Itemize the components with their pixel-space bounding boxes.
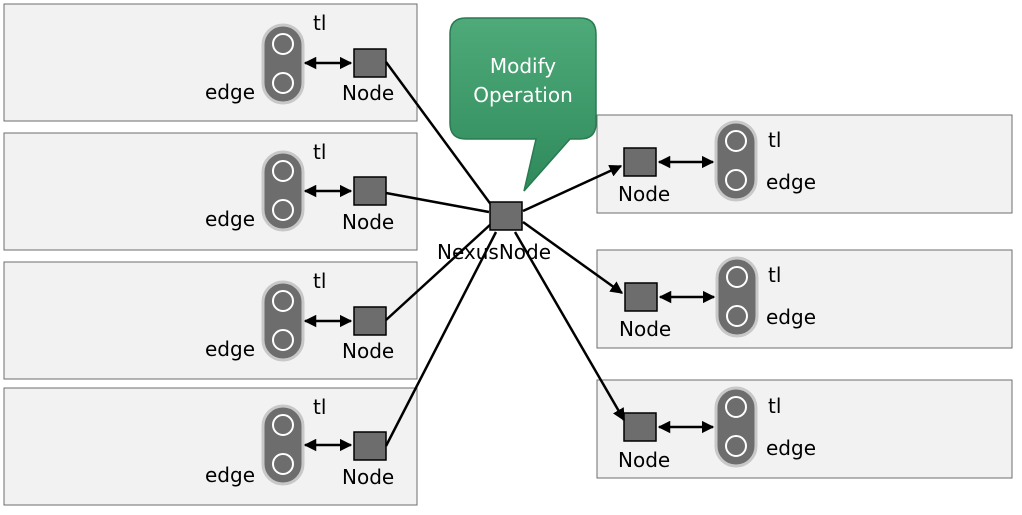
tl-label: tl bbox=[313, 140, 326, 164]
callout-shape bbox=[449, 17, 597, 192]
node-box[interactable] bbox=[623, 147, 657, 177]
edge-label: edge bbox=[766, 170, 816, 194]
link-left-1 bbox=[384, 61, 494, 207]
node-box[interactable] bbox=[353, 431, 387, 461]
link-right-3 bbox=[513, 231, 626, 422]
link-right-2 bbox=[522, 220, 624, 295]
tl-label: tl bbox=[768, 263, 781, 287]
edge-label: edge bbox=[766, 436, 816, 460]
node-box[interactable] bbox=[353, 48, 387, 78]
right-panel-3: tl edge Node bbox=[596, 379, 1013, 479]
tl-label: tl bbox=[768, 128, 781, 152]
right-panel-1: tl edge Node bbox=[596, 114, 1013, 214]
edge-label: edge bbox=[205, 207, 255, 231]
state-capsule bbox=[261, 280, 305, 362]
node-box[interactable] bbox=[353, 306, 387, 336]
tl-label: tl bbox=[313, 395, 326, 419]
node-label: Node bbox=[618, 182, 670, 206]
state-capsule bbox=[714, 386, 758, 468]
edge-label: edge bbox=[205, 463, 255, 487]
node-label: Node bbox=[342, 210, 394, 234]
link-left-3 bbox=[385, 223, 492, 321]
left-panel-3: tl edge Node bbox=[3, 261, 418, 380]
node-label: Node bbox=[618, 448, 670, 472]
callout-line-1: Modify bbox=[490, 54, 556, 78]
node-box[interactable] bbox=[624, 282, 658, 312]
node-box[interactable] bbox=[353, 176, 387, 206]
left-panel-4: tl edge Node bbox=[3, 387, 418, 506]
state-capsule bbox=[261, 150, 305, 232]
nexus-node-label: NexusNode bbox=[437, 240, 551, 264]
node-label: Node bbox=[619, 317, 671, 341]
edge-label: edge bbox=[205, 337, 255, 361]
link-right-1 bbox=[522, 164, 623, 213]
tl-label: tl bbox=[313, 11, 326, 35]
node-box[interactable] bbox=[623, 412, 657, 442]
nexus-node-box[interactable] bbox=[489, 201, 523, 231]
tl-label: tl bbox=[313, 269, 326, 293]
state-capsule bbox=[715, 256, 759, 338]
right-panel-2: tl edge Node bbox=[596, 249, 1013, 349]
state-capsule bbox=[261, 404, 305, 486]
tl-label: tl bbox=[768, 394, 781, 418]
modify-operation-callout: Modify Operation bbox=[449, 17, 597, 192]
state-capsule bbox=[714, 120, 758, 202]
left-panel-1: tl edge Node bbox=[3, 3, 418, 122]
state-capsule bbox=[261, 23, 305, 105]
left-panel-2: tl edge Node bbox=[3, 132, 418, 251]
node-label: Node bbox=[342, 465, 394, 489]
node-label: Node bbox=[342, 339, 394, 363]
link-left-2 bbox=[385, 191, 490, 214]
link-left-4 bbox=[384, 231, 498, 447]
callout-line-2: Operation bbox=[473, 83, 573, 107]
node-label: Node bbox=[342, 81, 394, 105]
edge-label: edge bbox=[205, 80, 255, 104]
hub-links bbox=[384, 61, 626, 447]
edge-label: edge bbox=[766, 305, 816, 329]
